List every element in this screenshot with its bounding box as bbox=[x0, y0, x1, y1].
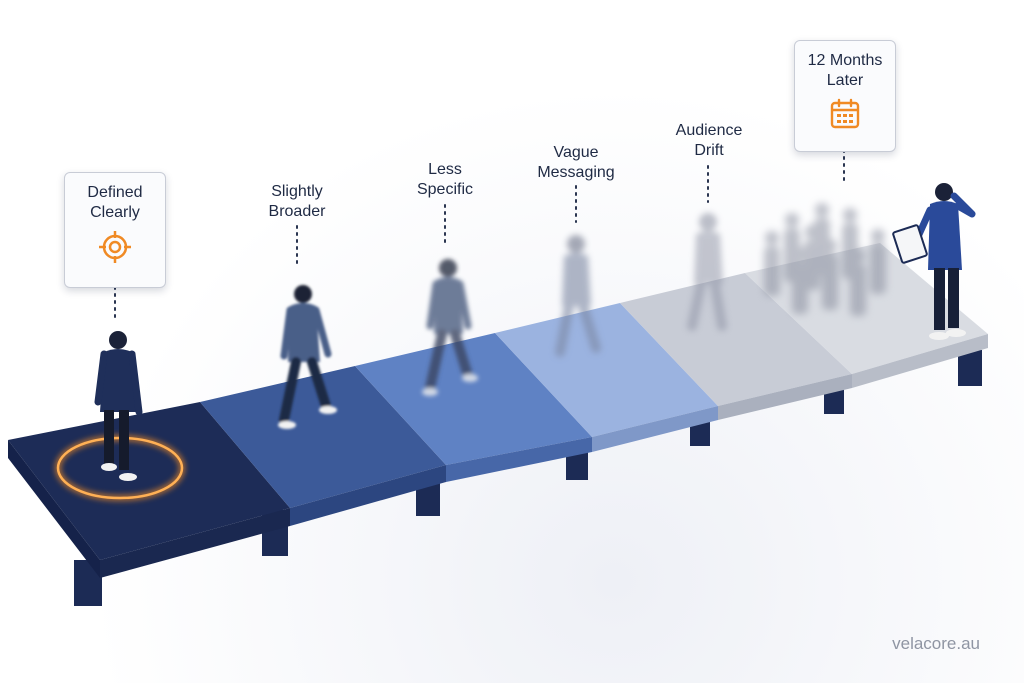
calendar-icon bbox=[830, 98, 860, 129]
stage-label-less-specific: Less Specific bbox=[416, 161, 474, 198]
target-icon bbox=[99, 231, 131, 263]
stage-card-12-months: 12 Months Later bbox=[794, 40, 896, 152]
person-defined bbox=[94, 331, 143, 481]
platform-segment-3 bbox=[355, 333, 592, 482]
platform-segment-4 bbox=[495, 303, 718, 452]
person-less-specific bbox=[422, 259, 478, 396]
platform-segment-5 bbox=[620, 273, 852, 420]
leader-lines bbox=[114, 149, 845, 323]
person-confused bbox=[892, 183, 976, 340]
person-drift bbox=[687, 213, 727, 331]
platform-segment-2 bbox=[200, 366, 446, 526]
stage-label-vague: Vague Messaging bbox=[537, 144, 615, 181]
person-vague bbox=[555, 235, 601, 357]
stage-label-defined: Defined Clearly bbox=[87, 184, 143, 221]
person-broader bbox=[278, 285, 337, 429]
blurry-crowd bbox=[764, 203, 886, 316]
stage-label-12-months: 12 Months Later bbox=[807, 52, 883, 89]
watermark: velacore.au bbox=[892, 634, 980, 653]
platform-segment-1 bbox=[8, 402, 290, 578]
clipboard-icon bbox=[892, 224, 928, 264]
stage-label-drift: Audience Drift bbox=[675, 122, 743, 159]
stage-label-broader: Slightly Broader bbox=[268, 183, 326, 220]
stage-card-defined: Defined Clearly bbox=[64, 172, 166, 288]
